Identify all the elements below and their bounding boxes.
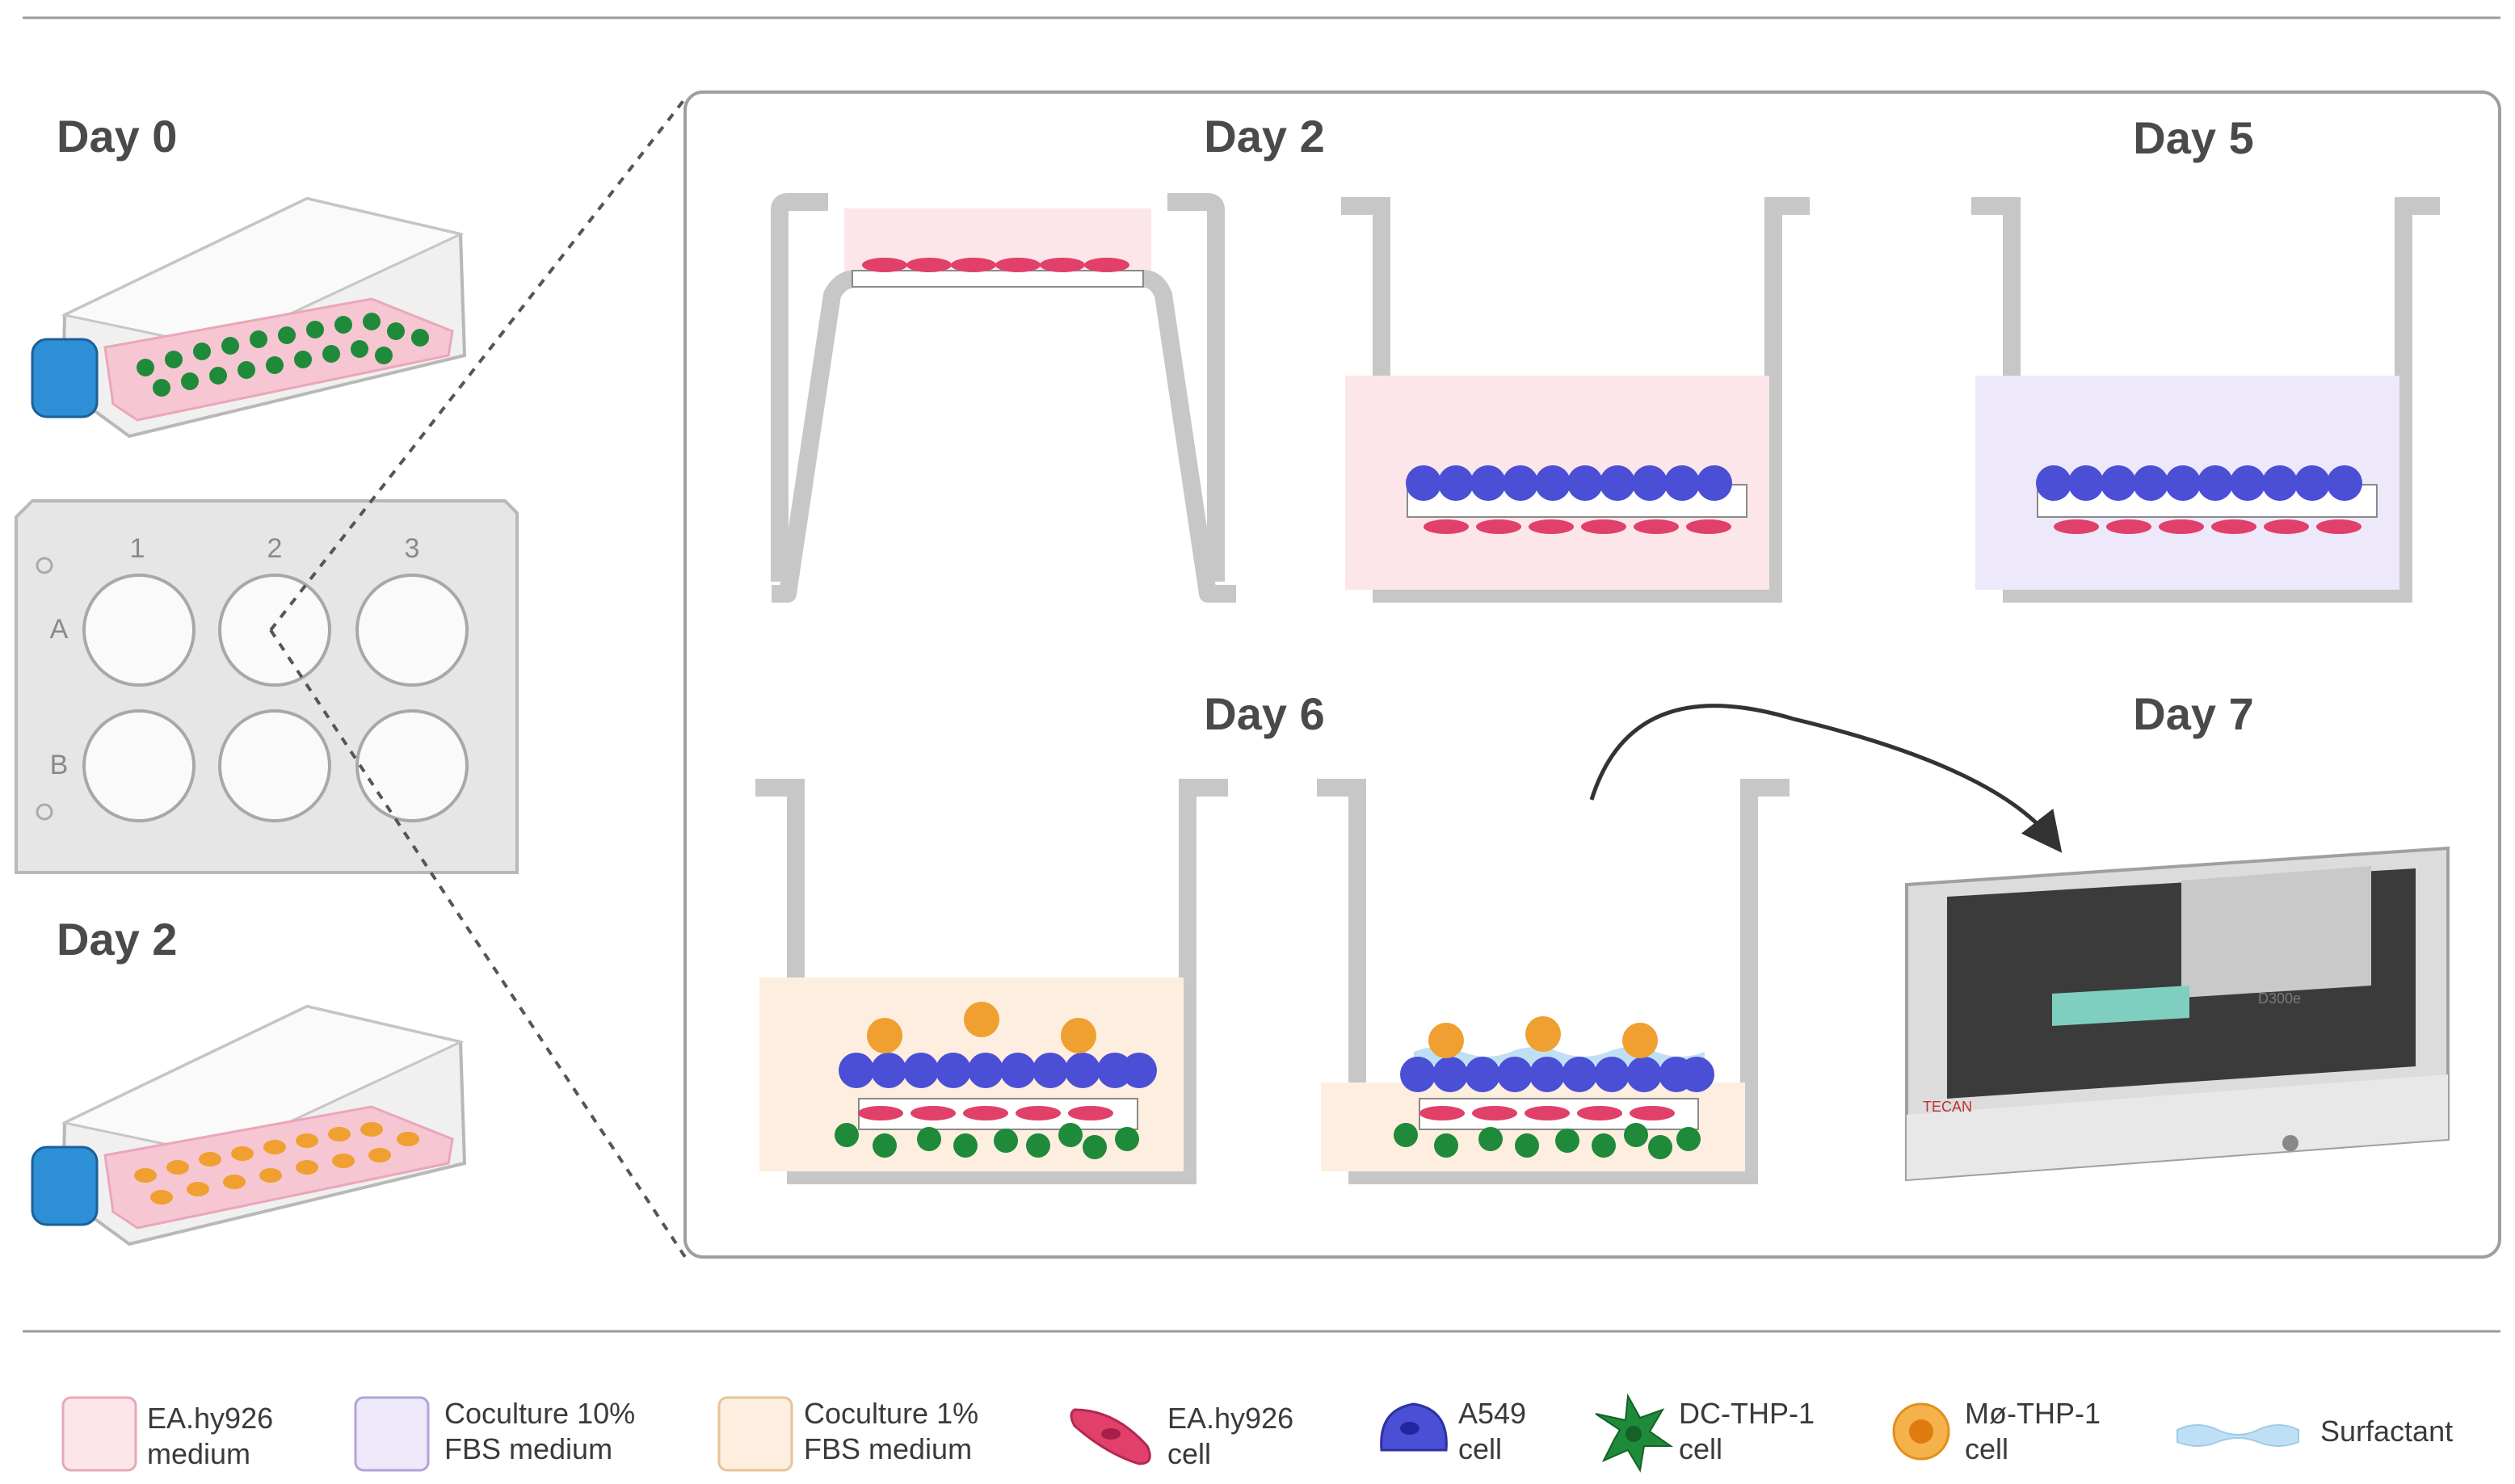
a549-cell-icon [1380,1402,1448,1452]
legend-ea-medium-line1: EA.hy926 [147,1402,273,1435]
legend-a549-line2: cell [1458,1432,1502,1465]
legend-coculture1-line1: Coculture 1% [804,1397,978,1430]
well-b2 [218,709,331,822]
instrument-model: D300e [2258,990,2301,1007]
legend: EA.hy926 medium Coculture 10% FBS medium… [61,1393,2453,1473]
flask-day0 [31,196,467,439]
a549-cells-row [1400,1057,1714,1092]
legend-ea-cell-line1: EA.hy926 [1167,1402,1293,1435]
legend-coculture1-line2: FBS medium [804,1432,972,1465]
curved-arrow [1589,704,2063,853]
dc-cells-group [137,313,429,397]
ea-cells-row [858,1106,1113,1120]
day2-panel-label: Day 2 [1204,111,1324,162]
day0-label: Day 0 [57,111,177,162]
plate-col-3: 3 [405,533,420,564]
mo-cells-row [867,1002,1096,1053]
insert-day6-a [755,779,1228,1184]
well-b1 [82,709,196,822]
plate-row-b: B [50,750,69,780]
legend-coculture10-line2: FBS medium [444,1432,612,1465]
day6-panel-label: Day 6 [1204,688,1324,739]
instrument-brand: TECAN [1923,1099,1972,1115]
insert-day5 [1971,197,2440,603]
well-a3 [355,574,469,687]
legend-ea-cell-line2: cell [1167,1437,1211,1470]
plate-row-a: A [50,614,69,645]
insert-day2-upright [1341,197,1810,603]
mo-cells-row [1428,1016,1658,1058]
tecan-instrument: TECAN D300e [1905,846,2450,1182]
dc-cells-row [1394,1123,1701,1159]
dc-cells-row [835,1123,1139,1159]
plate-col-2: 2 [267,533,283,564]
legend-dc-thp1-line2: cell [1679,1432,1722,1465]
ea-cells-row [1424,519,1731,534]
flask-cap-icon [31,1146,99,1226]
six-well-plate: 1 2 3 A B [15,499,519,874]
plate-col-1: 1 [130,533,145,564]
dc-thp1-cell-icon [1595,1393,1674,1473]
mo-thp1-cell-icon [1892,1402,1950,1461]
legend-dc-thp1-line1: DC-THP-1 [1679,1397,1815,1430]
a549-cells-row [2036,465,2362,501]
insert-day6-b [1317,779,1790,1184]
ea-cell-icon [1070,1408,1151,1465]
flask-day2 [31,1004,467,1246]
surfactant-icon [2176,1424,2299,1447]
legend-mo-thp1-line1: Mø-THP-1 [1965,1397,2101,1430]
mo-cells-group [134,1122,419,1204]
legend-swatch-coculture10 [354,1396,430,1472]
ea-cells-row [862,258,1129,272]
day7-panel-label: Day 7 [2133,688,2253,739]
flask-cap-icon [31,338,99,418]
well-a2 [218,574,331,687]
insert-inverted [771,193,1236,603]
a549-cells-row [839,1053,1157,1088]
legend-swatch-coculture1 [717,1396,793,1472]
legend-a549-line1: A549 [1458,1397,1526,1430]
legend-surfactant: Surfactant [2320,1415,2453,1448]
day2-left-label: Day 2 [57,914,177,965]
zoom-line-bottom [269,628,687,1259]
legend-ea-medium-line2: medium [147,1437,250,1470]
ea-cells-row [2054,519,2361,534]
legend-swatch-ea-medium [61,1396,137,1472]
well-b3 [355,709,469,822]
a549-cells-row [1406,465,1732,501]
legend-mo-thp1-line2: cell [1965,1432,2008,1465]
ea-cells-row [1419,1106,1675,1120]
legend-coculture10-line1: Coculture 10% [444,1397,635,1430]
power-button-icon [2282,1135,2298,1151]
day5-panel-label: Day 5 [2133,112,2253,163]
well-a1 [82,574,196,687]
